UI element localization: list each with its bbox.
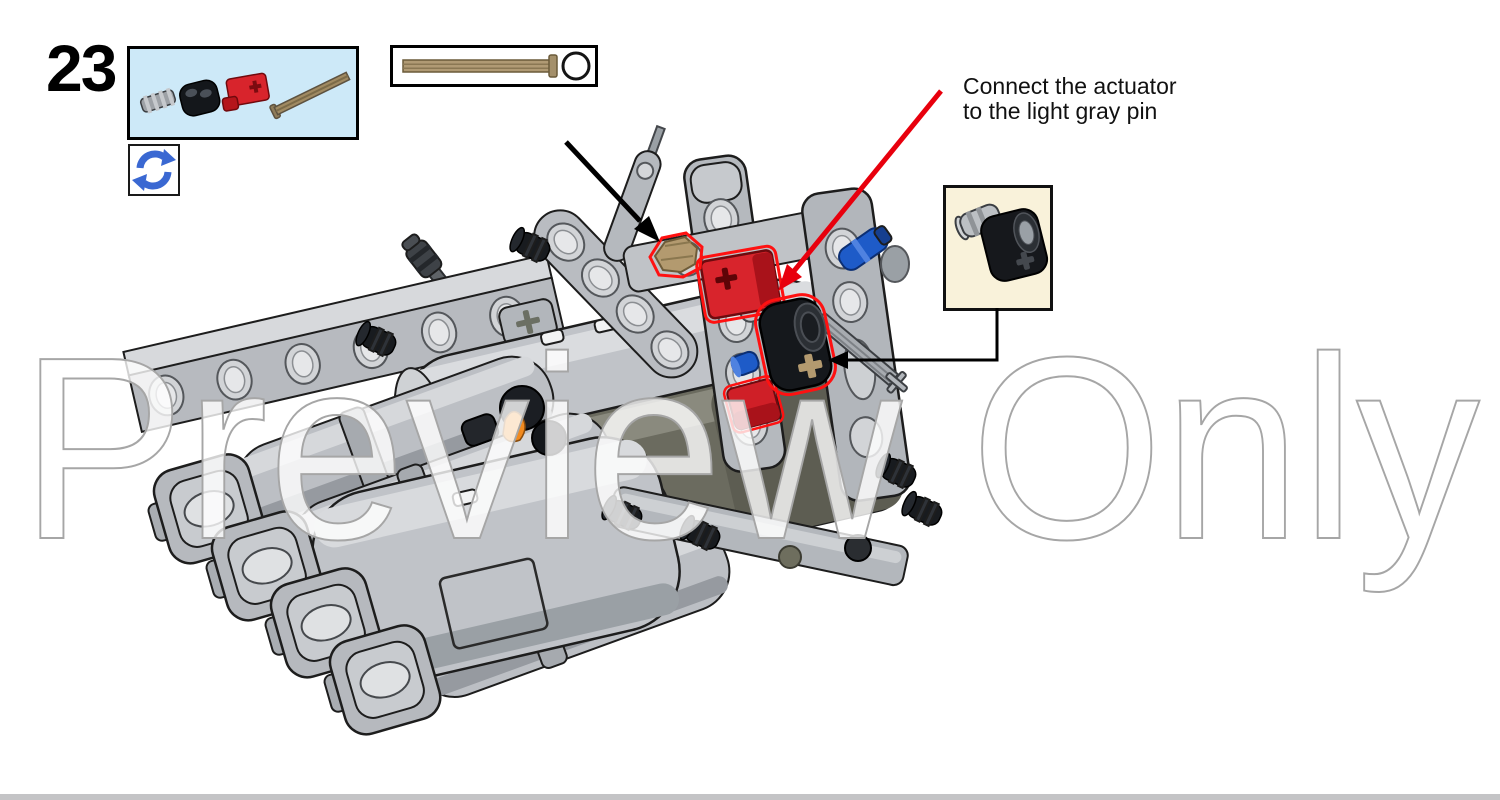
gear-cluster (460, 385, 567, 456)
actual-size-gauge-box (390, 45, 598, 87)
part-black-connector-icon (179, 79, 221, 117)
bottom-bar (0, 794, 1500, 800)
part-red-connector-icon (221, 72, 270, 112)
rotate-icon (132, 149, 176, 191)
parts-illustration (139, 71, 351, 120)
red-flat-piece (722, 374, 785, 434)
gray-connector (880, 245, 910, 283)
preview-watermark: Preview Only (20, 304, 1480, 595)
axle-gauge-icon (402, 51, 591, 81)
callout-part-icon (954, 203, 1049, 282)
note-line-1: Connect the actuator (963, 73, 1177, 99)
olive-knob (778, 545, 802, 569)
red-axle-connector-block (695, 244, 786, 324)
small-blue-pin (730, 350, 760, 378)
lego-model-render (122, 124, 947, 736)
orange-piece (502, 411, 526, 443)
rotate-model-box (128, 144, 180, 196)
dark-knob (844, 534, 872, 562)
part-light-gray-connector-icon (139, 87, 177, 114)
part-callout-box (943, 185, 1053, 311)
actuator-brackets (147, 453, 442, 736)
black-actuator-connector (754, 293, 837, 397)
parts-callout-box (127, 46, 359, 140)
part-dark-tan-axle-icon (269, 71, 351, 120)
left-beam (122, 253, 566, 434)
note-line-2: to the light gray pin (963, 98, 1158, 124)
dark-tan-axle-end (648, 231, 704, 279)
instruction-note: Connect the actuator to the light gray p… (963, 74, 1177, 124)
step-number: 23 (46, 31, 117, 105)
